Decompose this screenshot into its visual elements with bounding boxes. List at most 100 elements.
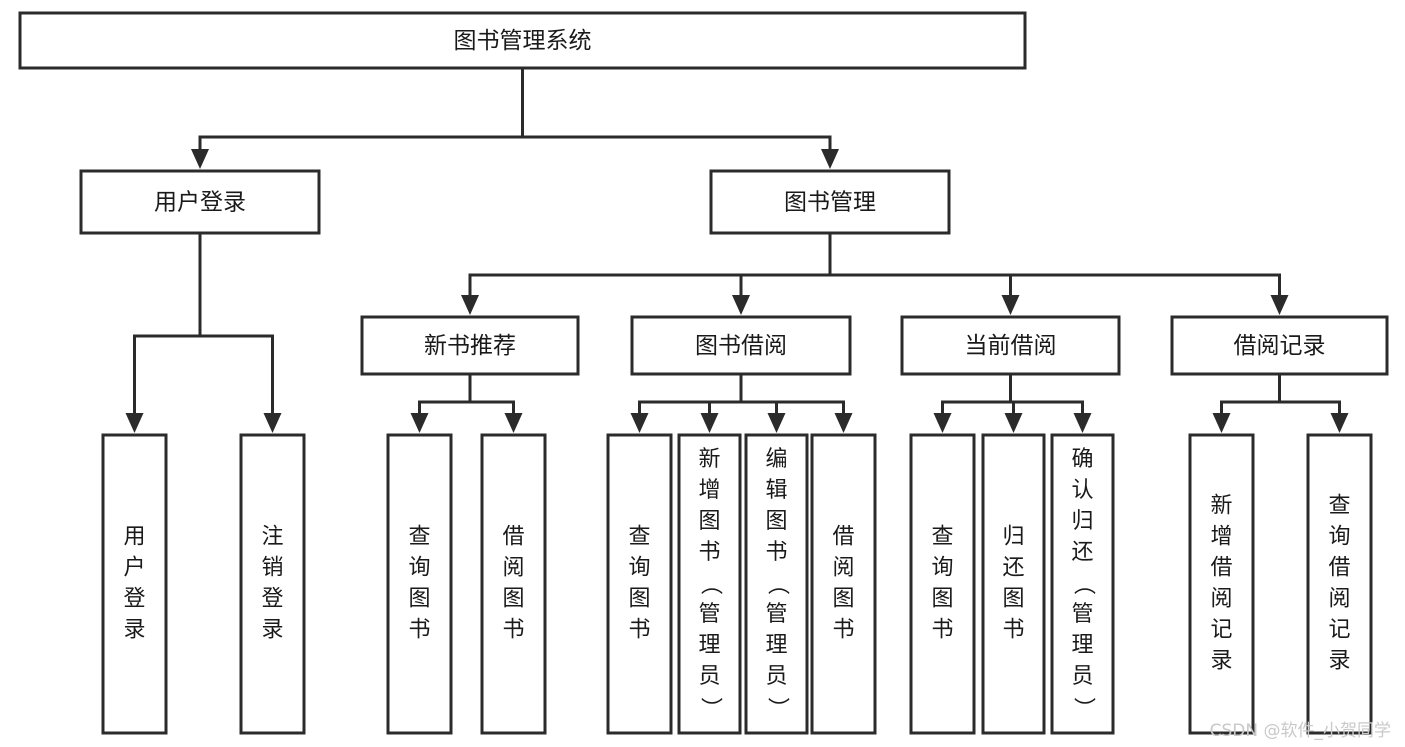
leaf-node-box-3[interactable]: [480, 433, 547, 735]
connector-arrowhead: [933, 413, 952, 433]
connector-arrowhead: [767, 413, 786, 433]
connector-arrowhead: [630, 413, 649, 433]
level2-node-box-0[interactable]: [79, 169, 321, 235]
connector-arrowhead: [732, 295, 750, 315]
vertical-char: 增: [698, 478, 720, 503]
leaf-node-label-0: 用户登录: [123, 525, 145, 643]
level3-node-box-1[interactable]: [630, 315, 852, 376]
vertical-char: 记: [1210, 618, 1232, 643]
leaf-node-box-5[interactable]: [677, 433, 742, 735]
vertical-char: 管: [1071, 602, 1093, 627]
vertical-char: 录: [261, 618, 283, 643]
vertical-char: 图: [628, 587, 650, 612]
vertical-char: 阅: [502, 556, 524, 581]
vertical-char: 书: [628, 618, 650, 643]
vertical-char: 查: [1328, 494, 1350, 519]
vertical-char: 阅: [1210, 587, 1232, 612]
connector-arrowhead: [1330, 413, 1349, 433]
connector-arrowhead: [821, 149, 839, 169]
vertical-char: 新: [1210, 494, 1232, 519]
vertical-char: 图: [931, 587, 953, 612]
vertical-char: 归: [1071, 509, 1093, 534]
vertical-char: 图: [765, 509, 787, 534]
vertical-char: 录: [1210, 649, 1232, 674]
level2-node-box-1[interactable]: [709, 169, 951, 235]
vertical-char: 员: [1071, 664, 1093, 689]
vertical-char: （: [698, 573, 723, 595]
connector-arrowhead: [1001, 295, 1020, 315]
leaf-node-box-1[interactable]: [239, 433, 306, 735]
root-node-label: 图书管理系统: [454, 28, 592, 54]
vertical-char: （: [765, 573, 790, 595]
vertical-char: 管: [698, 602, 720, 627]
leaf-node-box-4[interactable]: [606, 433, 673, 735]
vertical-char: 辑: [765, 478, 787, 503]
level3-node-box-0[interactable]: [360, 315, 580, 376]
level2-node-label-1: 图书管理: [784, 190, 876, 216]
vertical-char: 借: [1328, 556, 1350, 581]
connector-arrowhead: [700, 413, 719, 433]
vertical-char: 还: [1002, 556, 1024, 581]
vertical-char: 阅: [832, 556, 854, 581]
leaf-node-box-6[interactable]: [744, 433, 809, 735]
vertical-char: ）: [1071, 697, 1096, 719]
vertical-char: 询: [408, 556, 430, 581]
vertical-char: 归: [1002, 525, 1024, 550]
level3-node-label-0: 新书推荐: [424, 333, 516, 359]
vertical-char: 查: [931, 525, 953, 550]
vertical-char: 新: [698, 447, 720, 472]
vertical-char: 书: [502, 618, 524, 643]
vertical-char: 图: [408, 587, 430, 612]
vertical-char: 确: [1071, 447, 1093, 472]
vertical-char: ）: [765, 697, 790, 719]
vertical-char: 编: [765, 447, 787, 472]
vertical-char: 书: [1002, 618, 1024, 643]
vertical-char: 记: [1328, 618, 1350, 643]
vertical-char: 员: [765, 664, 787, 689]
vertical-char: 理: [1071, 633, 1093, 658]
leaf-node-box-11[interactable]: [1188, 433, 1255, 735]
level2-node-label-0: 用户登录: [154, 190, 246, 216]
vertical-char: 还: [1071, 540, 1093, 565]
level3-node-label-3: 借阅记录: [1234, 333, 1326, 359]
vertical-char: 查: [408, 525, 430, 550]
root-node-box[interactable]: [18, 11, 1027, 70]
connector-arrowhead: [125, 413, 144, 433]
leaf-node-box-9[interactable]: [981, 433, 1046, 735]
connector-arrowhead: [1004, 413, 1023, 433]
vertical-char: 借: [1210, 556, 1232, 581]
connector-arrowhead: [834, 413, 853, 433]
vertical-char: 图: [832, 587, 854, 612]
connector-arrowhead: [1073, 413, 1092, 433]
level3-node-box-3[interactable]: [1170, 315, 1389, 376]
level3-node-label-2: 当前借阅: [965, 333, 1057, 359]
vertical-char: 图: [1002, 587, 1024, 612]
connector-arrowhead: [263, 413, 282, 433]
vertical-char: 录: [123, 618, 145, 643]
leaf-node-box-2[interactable]: [386, 433, 453, 735]
leaf-node-box-0[interactable]: [101, 433, 168, 735]
vertical-char: 户: [123, 556, 145, 581]
vertical-char: 询: [1328, 525, 1350, 550]
leaf-node-box-8[interactable]: [909, 433, 976, 735]
vertical-char: 增: [1210, 525, 1232, 550]
vertical-char: 图: [502, 587, 524, 612]
leaf-node-box-12[interactable]: [1306, 433, 1373, 735]
level3-node-box-2[interactable]: [900, 315, 1121, 376]
vertical-char: 书: [931, 618, 953, 643]
vertical-char: 录: [1328, 649, 1350, 674]
leaf-node-box-7[interactable]: [810, 433, 877, 735]
vertical-char: 理: [765, 633, 787, 658]
vertical-char: 理: [698, 633, 720, 658]
vertical-char: 管: [765, 602, 787, 627]
leaf-node-box-10[interactable]: [1050, 433, 1115, 735]
